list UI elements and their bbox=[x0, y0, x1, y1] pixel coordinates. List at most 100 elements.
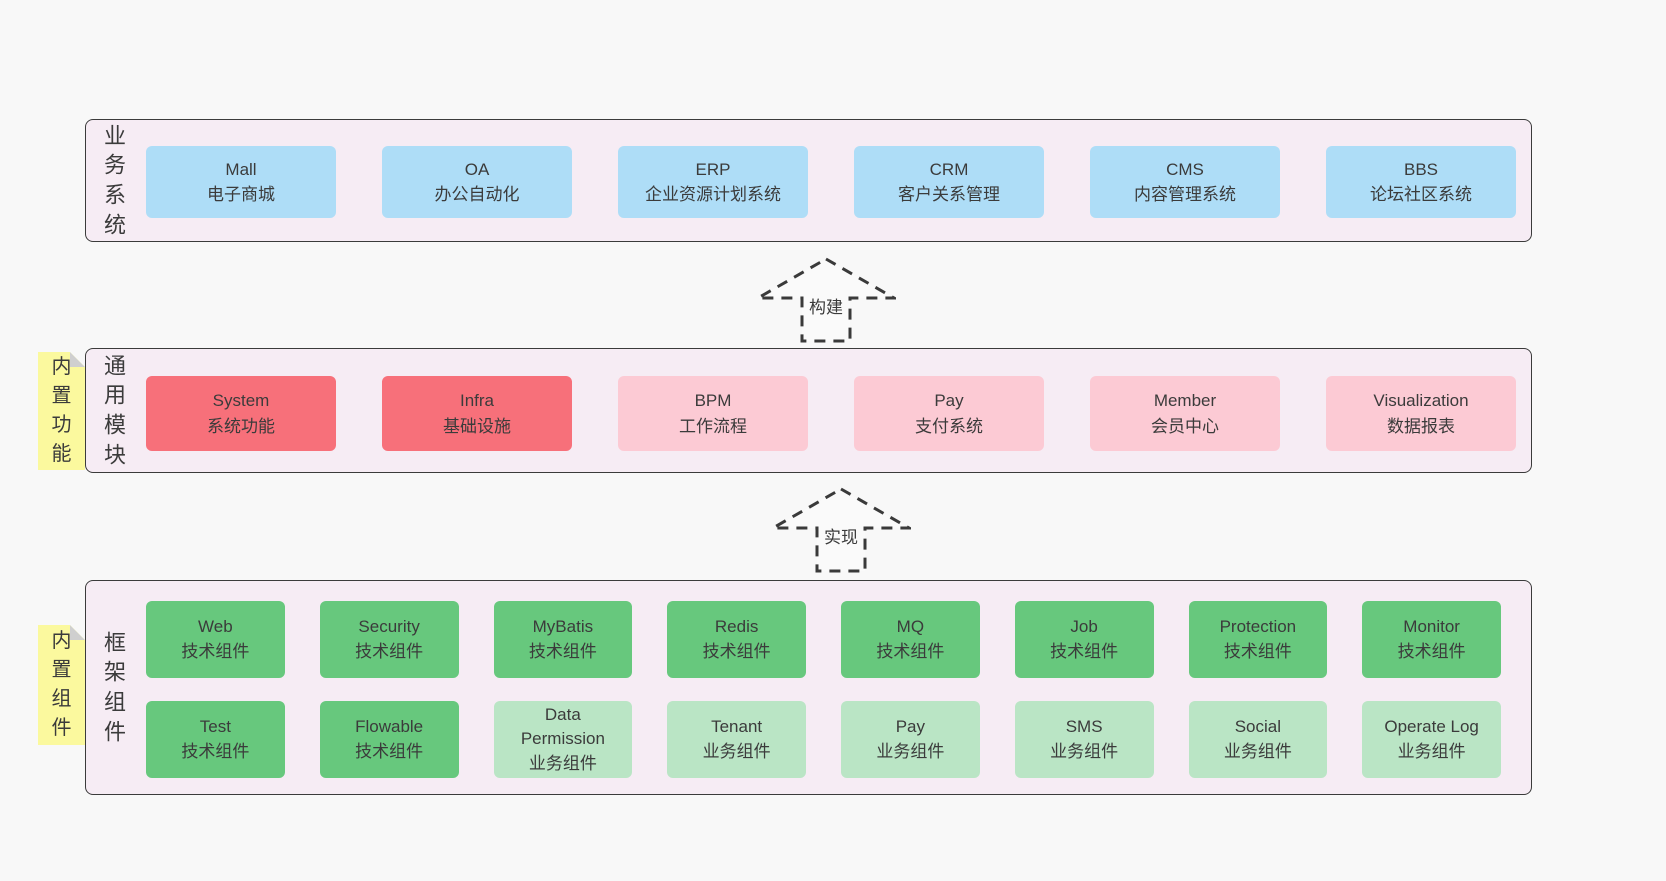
box-security: Security 技术组件 bbox=[319, 601, 459, 678]
box-title: Infra bbox=[459, 391, 495, 410]
sticky-note-text: 内置功能 bbox=[51, 356, 72, 465]
arrow-build-label: 构建 bbox=[806, 297, 846, 320]
box-bpm: BPM 工作流程 bbox=[618, 376, 808, 451]
box-title: Job bbox=[1070, 616, 1098, 636]
box-sms: SMS 业务组件 bbox=[1014, 701, 1154, 778]
box-title: ERP bbox=[695, 159, 731, 179]
box-title: Redis bbox=[714, 616, 759, 636]
sticky-note-built-in-features: 内置功能 bbox=[38, 352, 85, 470]
box-protection: Protection 技术组件 bbox=[1188, 601, 1328, 678]
box-title: Data Permission bbox=[520, 704, 605, 749]
box-monitor: Monitor 技术组件 bbox=[1362, 601, 1501, 678]
box-title: SMS bbox=[1065, 716, 1103, 736]
sticky-note-text: 内置组件 bbox=[51, 630, 72, 739]
box-title: Security bbox=[358, 616, 420, 636]
box-pay-component: Pay 业务组件 bbox=[841, 701, 980, 778]
box-erp: ERP 企业资源计划系统 bbox=[618, 146, 808, 218]
box-subtitle: 基础设施 bbox=[443, 416, 511, 436]
arrow-implement: 实现 bbox=[771, 487, 911, 573]
box-title: Monitor bbox=[1403, 616, 1460, 636]
box-title: BPM bbox=[694, 391, 732, 410]
box-redis: Redis 技术组件 bbox=[667, 601, 806, 678]
box-crm: CRM 客户关系管理 bbox=[854, 146, 1044, 218]
box-test: Test 技术组件 bbox=[146, 701, 285, 778]
box-visualization: Visualization 数据报表 bbox=[1326, 376, 1516, 451]
box-title: OA bbox=[464, 159, 490, 179]
common-modules-boxes: System 系统功能 Infra 基础设施 BPM 工作流程 Pay 支付系统… bbox=[146, 376, 1516, 451]
box-subtitle: 工作流程 bbox=[679, 416, 747, 436]
box-bbs: BBS 论坛社区系统 bbox=[1326, 146, 1516, 218]
box-title: Protection bbox=[1219, 616, 1297, 636]
box-title: System bbox=[212, 391, 270, 410]
box-title: Pay bbox=[934, 391, 964, 410]
box-subtitle: 技术组件 bbox=[528, 641, 597, 661]
box-subtitle: 技术组件 bbox=[876, 641, 945, 661]
box-operate-log: Operate Log 业务组件 bbox=[1362, 701, 1501, 778]
box-mall: Mall 电子商城 bbox=[146, 146, 336, 218]
box-mq: MQ 技术组件 bbox=[841, 601, 980, 678]
box-subtitle: 技术组件 bbox=[702, 641, 771, 661]
box-subtitle: 业务组件 bbox=[1223, 741, 1292, 761]
box-subtitle: 技术组件 bbox=[355, 741, 424, 761]
box-subtitle: 电子商城 bbox=[207, 185, 275, 204]
business-systems-boxes: Mall 电子商城 OA 办公自动化 ERP 企业资源计划系统 CRM 客户关系… bbox=[146, 146, 1516, 218]
band-business-systems: 业务系统 Mall 电子商城 OA 办公自动化 ERP 企业资源计划系统 CRM… bbox=[85, 119, 1532, 242]
box-subtitle: 业务组件 bbox=[702, 741, 771, 761]
box-title: Tenant bbox=[711, 716, 763, 736]
box-subtitle: 技术组件 bbox=[1397, 641, 1466, 661]
box-title: MyBatis bbox=[532, 616, 594, 636]
box-infra: Infra 基础设施 bbox=[382, 376, 572, 451]
box-cms: CMS 内容管理系统 bbox=[1090, 146, 1280, 218]
box-subtitle: 客户关系管理 bbox=[898, 185, 1000, 204]
box-subtitle: 技术组件 bbox=[1223, 641, 1292, 661]
box-job: Job 技术组件 bbox=[1014, 601, 1154, 678]
box-subtitle: 数据报表 bbox=[1387, 416, 1455, 436]
box-oa: OA 办公自动化 bbox=[382, 146, 572, 218]
framework-row-2: Test 技术组件 Flowable 技术组件 Data Permission … bbox=[146, 701, 1501, 778]
box-title: Web bbox=[198, 616, 233, 636]
box-subtitle: 内容管理系统 bbox=[1134, 185, 1236, 204]
box-subtitle: 系统功能 bbox=[207, 416, 275, 436]
box-web: Web 技术组件 bbox=[146, 601, 285, 678]
box-title: Social bbox=[1234, 716, 1282, 736]
box-subtitle: 技术组件 bbox=[181, 641, 250, 661]
box-flowable: Flowable 技术组件 bbox=[319, 701, 459, 778]
box-system: System 系统功能 bbox=[146, 376, 336, 451]
band-common-modules-label: 通用模块 bbox=[103, 353, 126, 468]
box-social: Social 业务组件 bbox=[1188, 701, 1328, 778]
box-mybatis: MyBatis 技术组件 bbox=[493, 601, 633, 678]
box-subtitle: 业务组件 bbox=[1050, 741, 1119, 761]
box-title: Pay bbox=[895, 716, 926, 736]
box-subtitle: 会员中心 bbox=[1151, 416, 1219, 436]
band-framework-components: 框架组件 Web 技术组件 Security 技术组件 MyBatis 技术组件… bbox=[85, 580, 1532, 795]
box-title: Member bbox=[1153, 391, 1217, 410]
box-subtitle: 支付系统 bbox=[915, 416, 983, 436]
box-subtitle: 技术组件 bbox=[181, 741, 250, 761]
box-title: Operate Log bbox=[1384, 716, 1479, 736]
box-subtitle: 业务组件 bbox=[528, 753, 597, 773]
box-title: MQ bbox=[896, 616, 925, 636]
box-title: Visualization bbox=[1373, 391, 1469, 410]
band-business-systems-label: 业务系统 bbox=[103, 123, 126, 238]
box-title: Test bbox=[199, 716, 231, 736]
band-common-modules: 通用模块 System 系统功能 Infra 基础设施 BPM 工作流程 Pay… bbox=[85, 348, 1532, 473]
box-title: Flowable bbox=[355, 716, 424, 736]
box-member: Member 会员中心 bbox=[1090, 376, 1280, 451]
box-subtitle: 业务组件 bbox=[1397, 741, 1466, 761]
framework-row-1: Web 技术组件 Security 技术组件 MyBatis 技术组件 Redi… bbox=[146, 601, 1501, 678]
box-subtitle: 业务组件 bbox=[876, 741, 945, 761]
box-title: CMS bbox=[1166, 159, 1204, 179]
sticky-note-built-in-components: 内置组件 bbox=[38, 625, 85, 745]
box-title: CRM bbox=[929, 159, 969, 179]
box-subtitle: 企业资源计划系统 bbox=[645, 185, 781, 204]
box-subtitle: 办公自动化 bbox=[434, 185, 520, 204]
band-framework-components-label: 框架组件 bbox=[103, 630, 126, 745]
arrow-build: 构建 bbox=[756, 257, 896, 343]
box-subtitle: 技术组件 bbox=[1050, 641, 1119, 661]
box-subtitle: 论坛社区系统 bbox=[1370, 185, 1472, 204]
box-title: BBS bbox=[1403, 159, 1439, 179]
box-title: Mall bbox=[225, 159, 257, 179]
arrow-implement-label: 实现 bbox=[821, 527, 861, 550]
box-subtitle: 技术组件 bbox=[355, 641, 424, 661]
